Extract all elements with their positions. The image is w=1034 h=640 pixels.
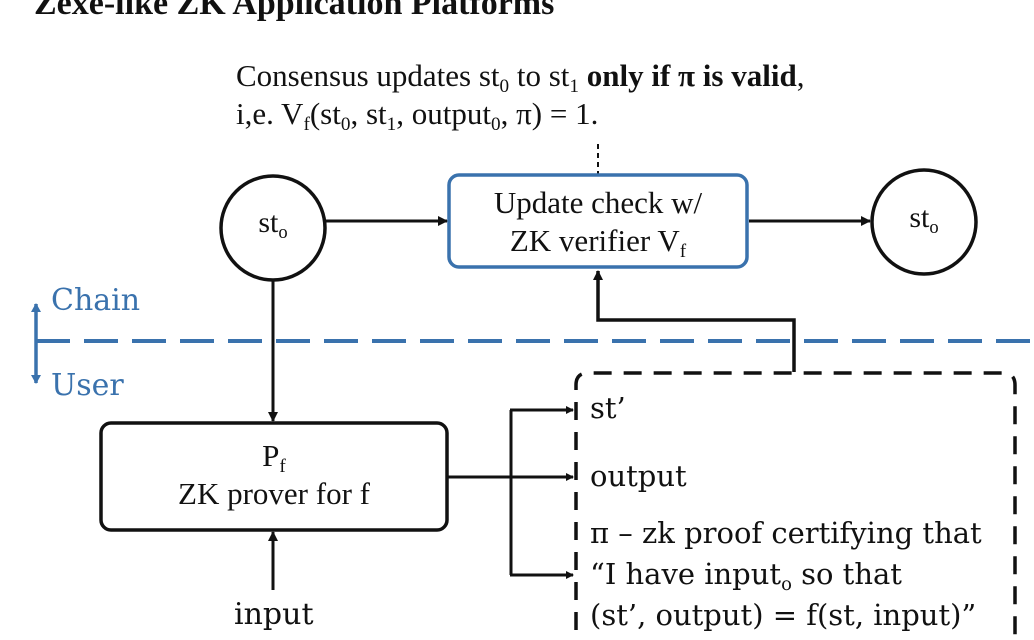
state-right-label: sto — [909, 201, 939, 238]
prover-label: Pf ZK prover for f — [101, 437, 447, 513]
consensus-caption-line2: i,e. Vf(st0, st1, output0, π) = 1. — [236, 96, 599, 136]
prover-label-line2: ZK prover for f — [178, 475, 370, 511]
st-prime-label: st’ — [590, 391, 626, 425]
page-title: Zexe-like ZK Application Platforms — [34, 0, 555, 22]
chain-label: Chain — [51, 283, 141, 318]
consensus-caption-line1: Consensus updates st0 to st1 only if π i… — [236, 58, 805, 98]
verifier-label-line2: ZK verifier Vf — [509, 222, 687, 262]
proof-line2: “I have inputo so that — [590, 557, 902, 595]
state-left-label: sto — [258, 206, 288, 243]
outputs-panel-border — [574, 371, 1017, 640]
verifier-label: Update check w/ ZK verifier Vf — [449, 184, 747, 262]
proof-line3: (st’, output) = f(st, input)” — [590, 598, 977, 632]
verifier-label-line1: Update check w/ — [493, 185, 703, 220]
state-right-circle — [870, 168, 978, 276]
prover-label-line1: Pf — [262, 438, 286, 478]
verifier-box — [447, 173, 749, 269]
output-label: output — [590, 459, 687, 493]
arrow-proof-to-verifier — [593, 270, 796, 372]
proof-line1: π – zk proof certifying that — [590, 516, 982, 550]
user-label: User — [51, 368, 124, 403]
prover-box — [99, 421, 449, 532]
input-label: input — [234, 597, 314, 632]
